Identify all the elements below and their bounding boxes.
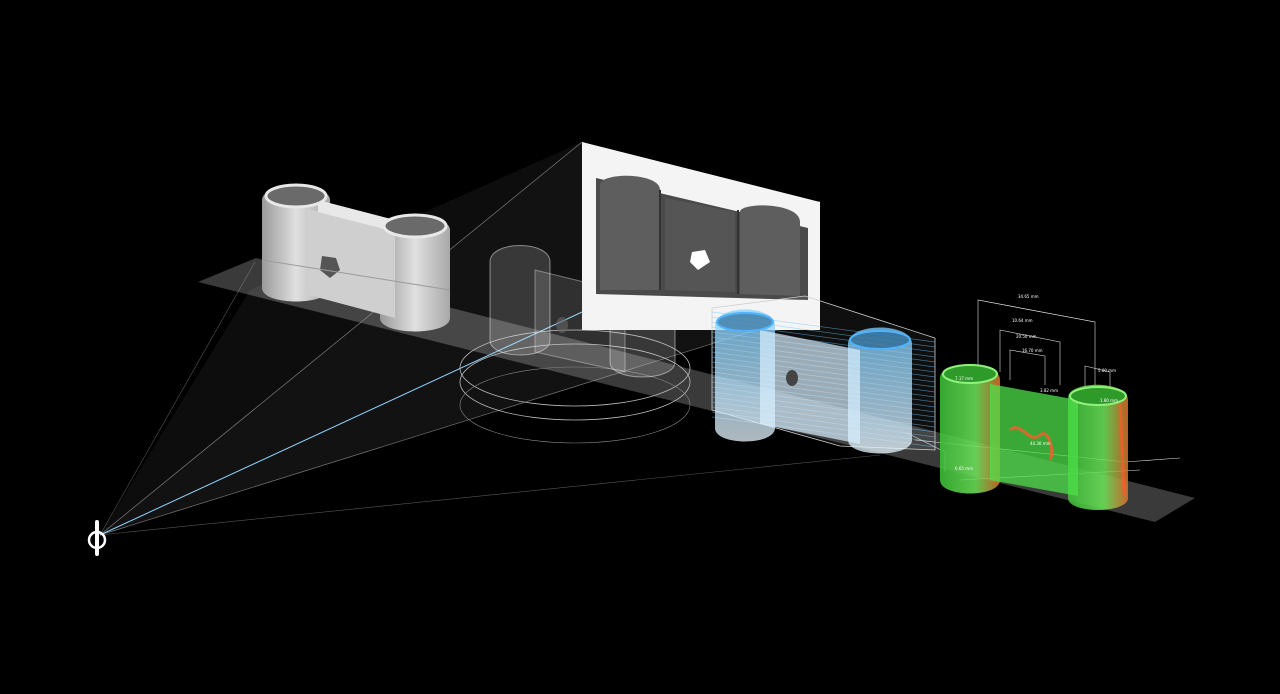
slice-stack-icon	[711, 295, 936, 454]
detector-panel-icon	[582, 142, 820, 330]
dimension-label: 1.80 mm	[1100, 398, 1118, 403]
dimension-label: 3.82 mm	[1040, 388, 1058, 393]
dimension-label: 16.70 mm	[1022, 348, 1043, 353]
dimension-label: 5.00 mm	[1098, 368, 1116, 373]
dimension-label: 20.50 mm	[1016, 334, 1037, 339]
dimension-label: 10.64 mm	[1012, 318, 1033, 323]
xray-source-icon	[87, 520, 107, 556]
measurement-icon: 34.65 mm 10.64 mm 20.50 mm 16.70 mm 5.00 mm 7…	[904, 294, 1181, 510]
dimension-label: 44.30 mm	[1030, 441, 1051, 446]
dimension-label: 6.65 mm	[955, 466, 973, 471]
solid-part-icon	[261, 183, 451, 332]
dimension-label: 7.17 mm	[955, 376, 973, 381]
dimension-label: 34.65 mm	[1018, 294, 1039, 299]
